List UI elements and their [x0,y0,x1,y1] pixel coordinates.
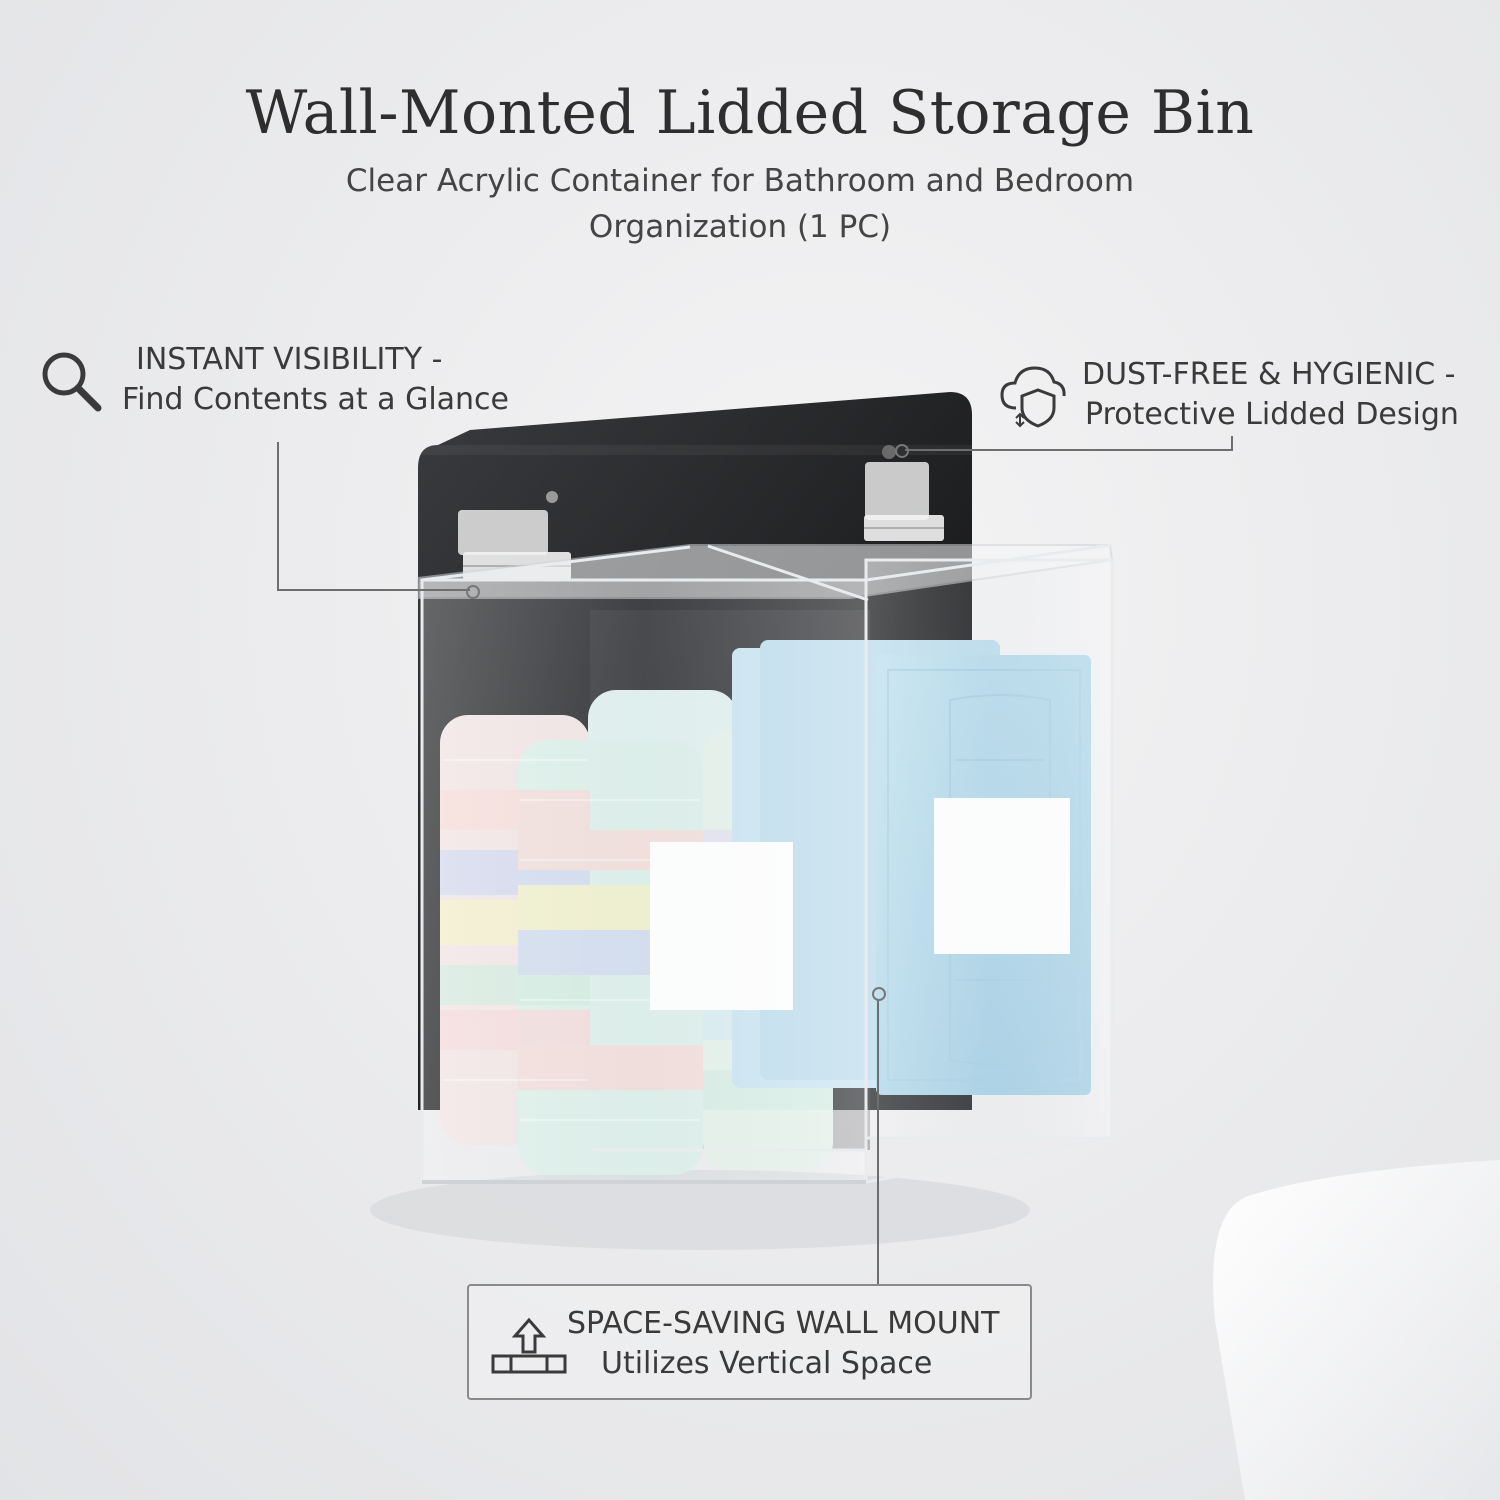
callout-visibility: INSTANT VISIBILITY - Find Contents at a … [122,340,509,420]
callout-dust-text: Protective Lidded Design [1085,397,1459,432]
toilet-tank [1213,1160,1500,1500]
callout-mount-text: Utilizes Vertical Space [601,1346,933,1381]
box-shadow [370,1170,1030,1250]
wall-mount-upload-icon [491,1317,567,1374]
callout-visibility-text: Find Contents at a Glance [122,382,510,417]
callout-visibility-heading: INSTANT VISIBILITY - [136,342,443,377]
cloud-shield-icon [1000,366,1066,428]
screw [546,491,558,503]
page-subtitle: Clear Acrylic Container for Bathroom and… [300,158,1180,250]
subtitle-line-1: Clear Acrylic Container for Bathroom and… [345,163,1135,199]
page-title: Wall-Monted Lidded Storage Bin [245,78,1255,148]
callout-mount-heading: SPACE-SAVING WALL MOUNT [567,1306,1000,1341]
subtitle-line-2: Organization (1 PC) [588,209,892,245]
callout-dust-heading: DUST-FREE & HYGIENIC - [1082,357,1456,392]
callout-mount: SPACE-SAVING WALL MOUNT Utilizes Vertica… [467,1284,1032,1400]
screw [882,445,896,459]
callout-mount-text-block: SPACE-SAVING WALL MOUNT Utilizes Vertica… [567,1304,999,1384]
magnifier-icon [42,352,102,412]
callout-dust: DUST-FREE & HYGIENIC - Protective Lidded… [1082,355,1459,435]
acrylic-box [420,543,1114,1184]
callout-leaders [277,436,1233,1284]
hinge-right [864,462,944,541]
